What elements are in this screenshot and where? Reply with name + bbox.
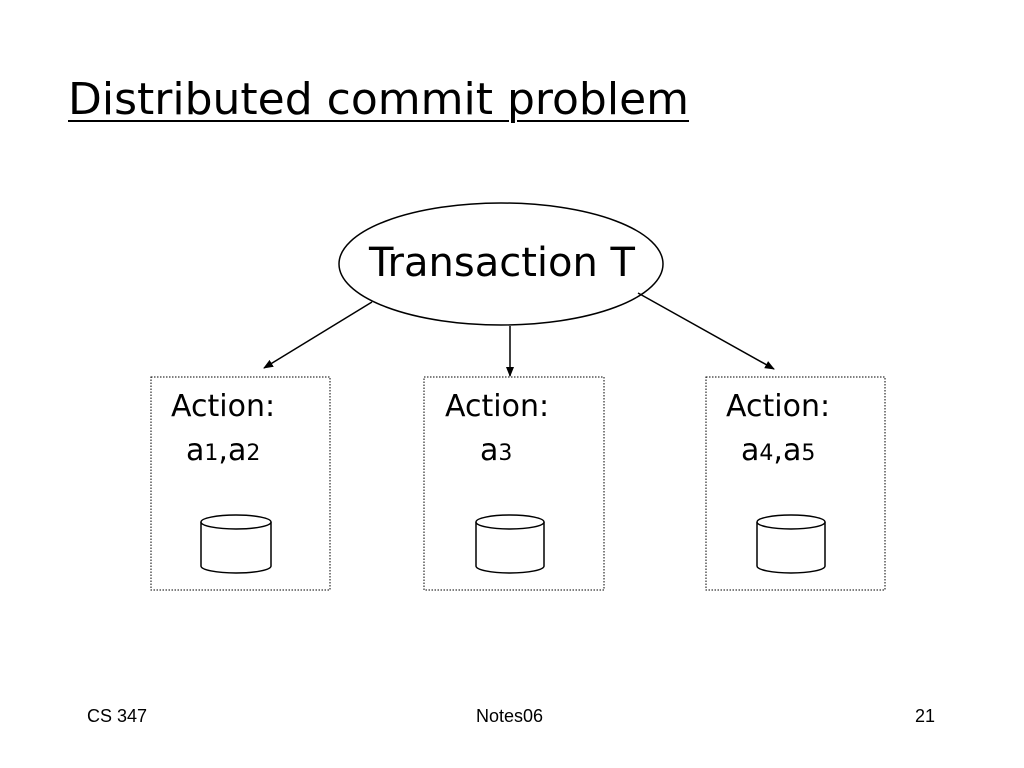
footer-page-number: 21	[915, 706, 936, 726]
site-1-action-label: Action:	[171, 389, 276, 424]
database-icon	[475, 514, 545, 574]
site-1-actions: a1,a2	[186, 433, 261, 468]
footer-notes: Notes06	[476, 706, 544, 726]
arrow-to-site-3	[637, 292, 775, 370]
database-icon	[200, 514, 272, 574]
site-2-actions: a3	[480, 433, 513, 468]
transaction-ellipse	[338, 202, 664, 326]
site-box-2	[423, 376, 605, 591]
site-2-action-label: Action:	[445, 389, 550, 424]
site-box-3	[705, 376, 886, 591]
site-3-actions: a4,a5	[741, 433, 816, 468]
database-icon	[756, 514, 826, 574]
site-box-1	[150, 376, 331, 591]
slide-title: Distributed commit problem	[68, 74, 690, 125]
transaction-label: Transaction T	[369, 240, 635, 286]
site-3-action-label: Action:	[726, 389, 831, 424]
arrow-to-site-1	[263, 301, 373, 369]
footer-course: CS 347	[87, 706, 148, 726]
